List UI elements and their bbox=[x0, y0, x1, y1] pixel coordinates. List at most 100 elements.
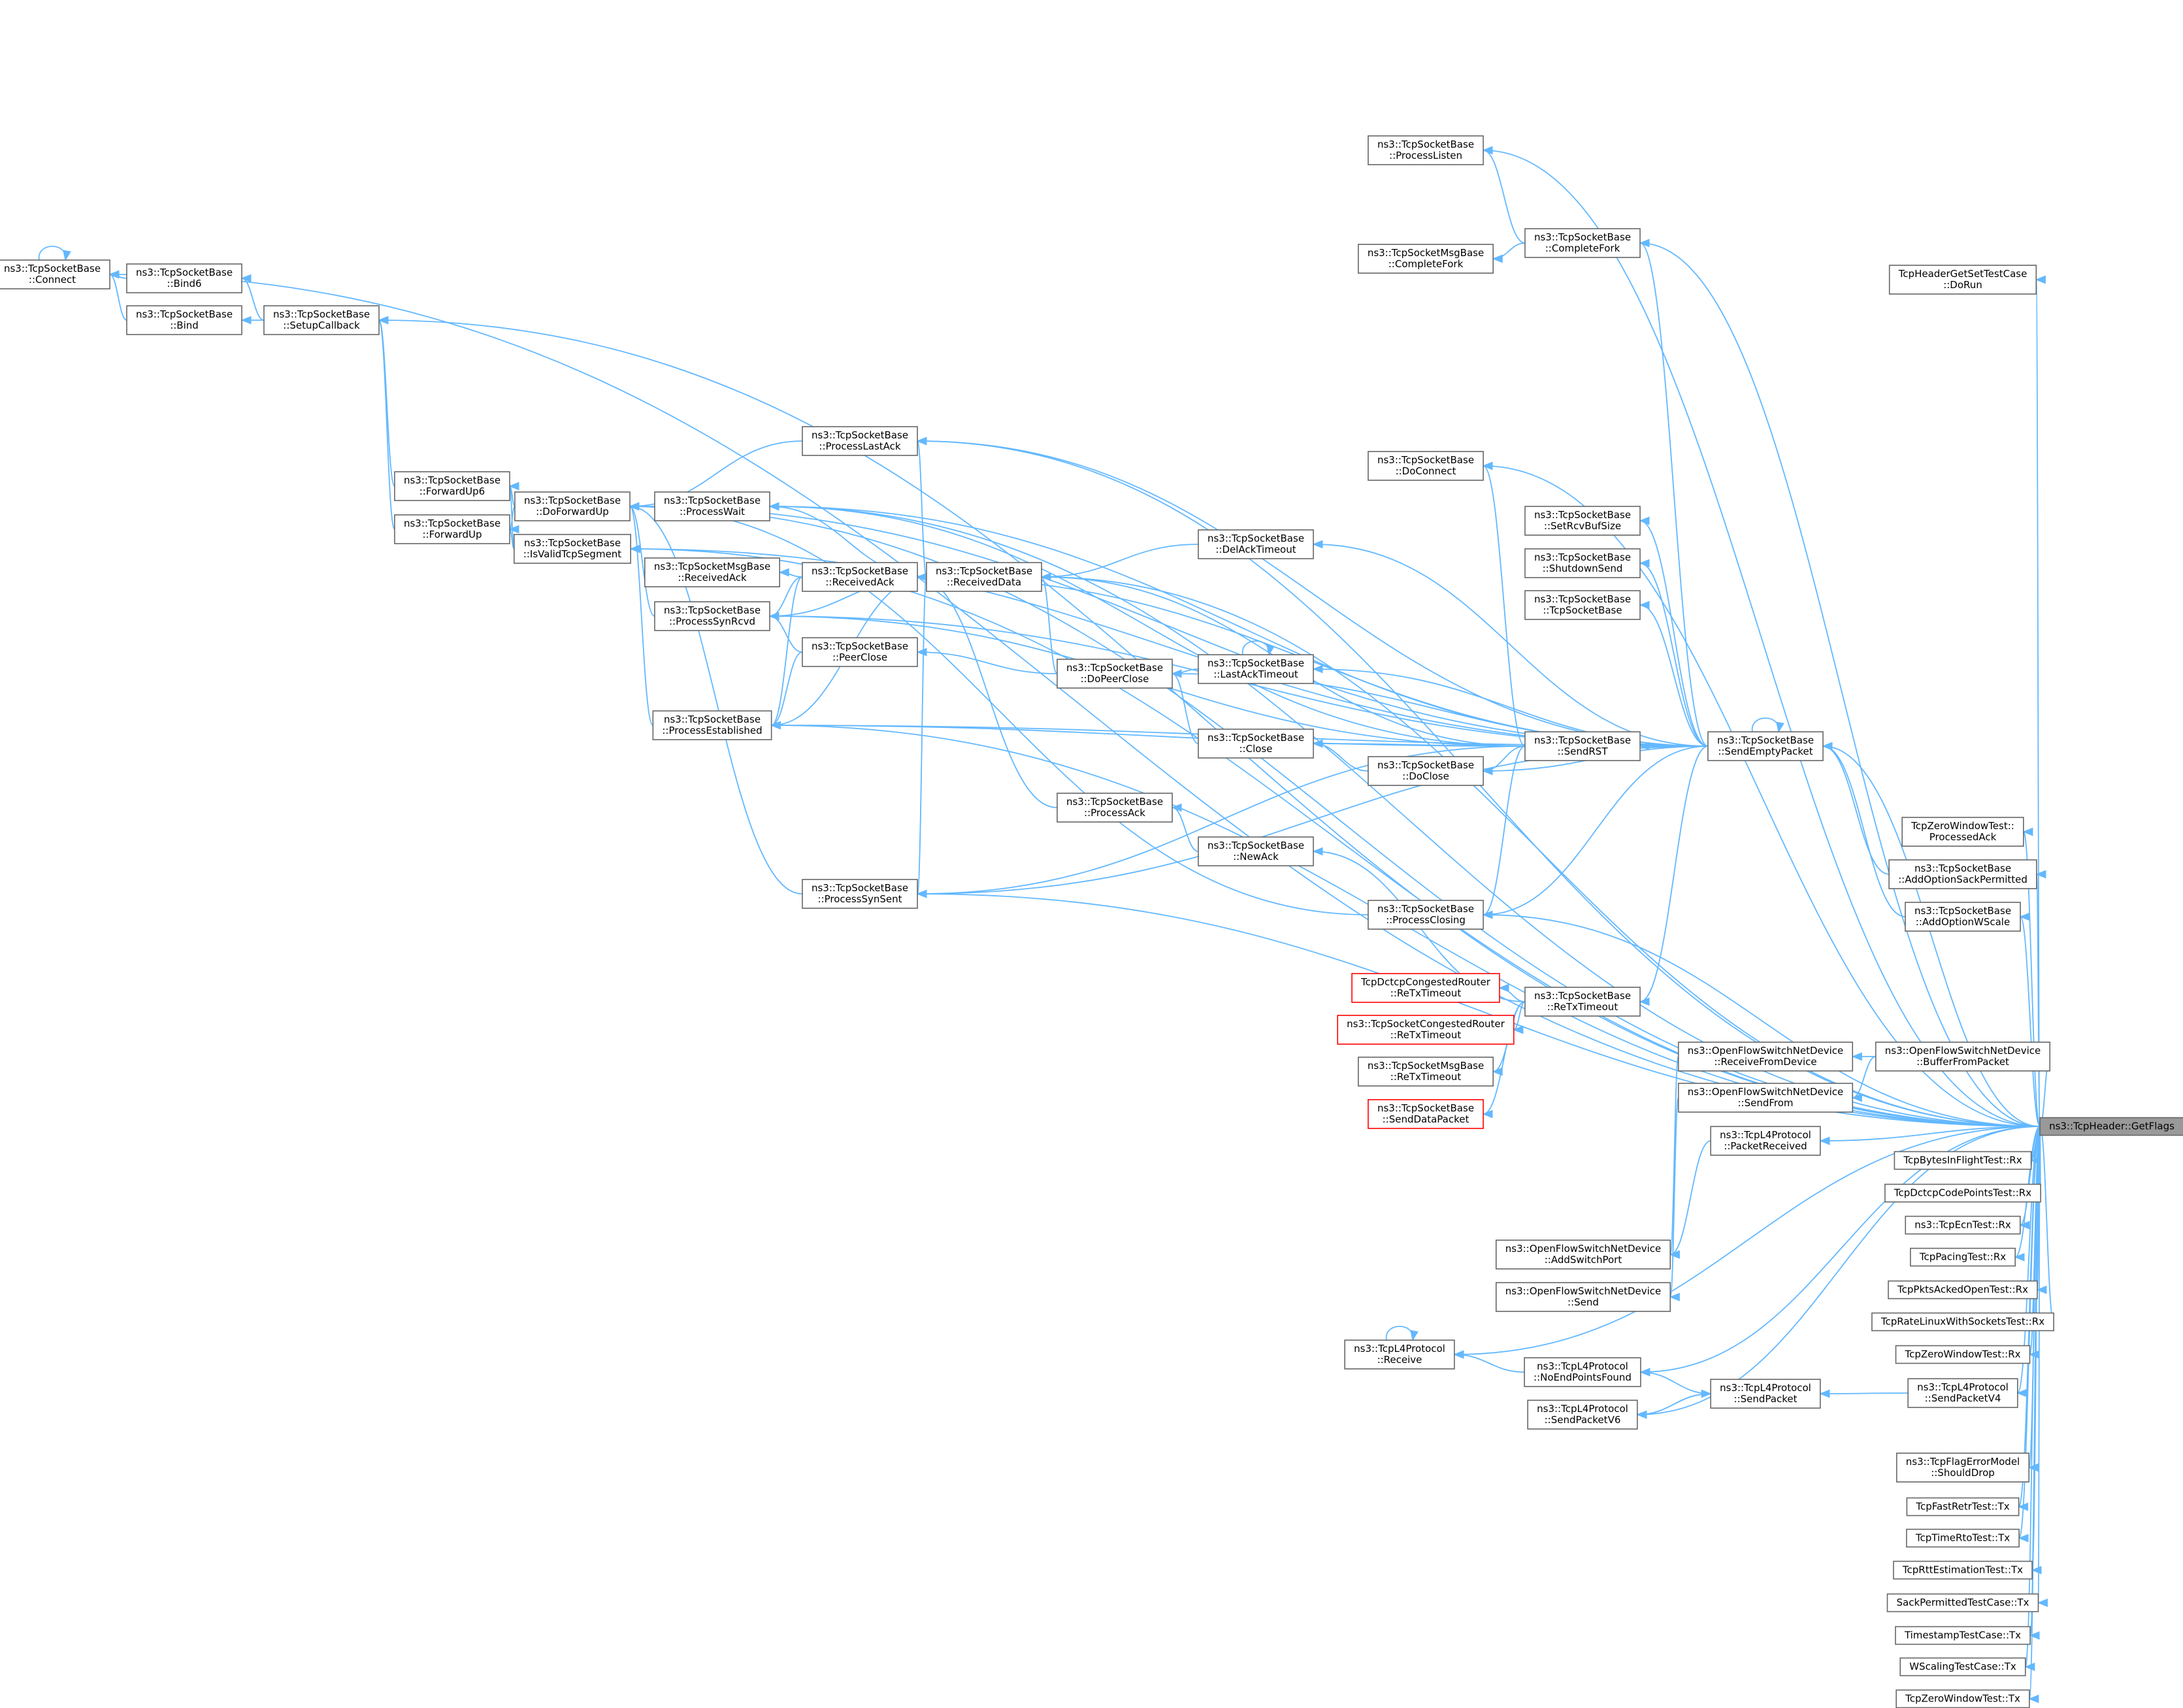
node-bufferfrompacket[interactable]: ns3::OpenFlowSwitchNetDevice::BufferFrom… bbox=[1875, 1042, 2051, 1072]
node-dctcpcodepointsrx[interactable]: TcpDctcpCodePointsTest::Rx bbox=[1884, 1183, 2041, 1203]
node-l4receive[interactable]: ns3::TcpL4Protocol::Receive bbox=[1344, 1339, 1455, 1370]
edge-sendemptypacket-getflags bbox=[1822, 742, 2041, 1127]
node-setrcvbufsize[interactable]: ns3::TcpSocketBase::SetRcvBufSize bbox=[1524, 506, 1641, 536]
node-doclose[interactable]: ns3::TcpSocketBase::DoClose bbox=[1368, 756, 1484, 786]
node-label: ns3::TcpSocketBase bbox=[812, 565, 908, 577]
node-wscalingtx[interactable]: WScalingTestCase::Tx bbox=[1899, 1657, 2026, 1677]
node-docconnect[interactable]: ns3::TcpSocketBase::DoConnect bbox=[1368, 451, 1484, 481]
node-shoulddrop[interactable]: ns3::TcpFlagErrorModel::ShouldDrop bbox=[1896, 1453, 2030, 1483]
node-label: ::IsValidTcpSegment bbox=[523, 548, 621, 560]
node-bind6[interactable]: ns3::TcpSocketBase::Bind6 bbox=[126, 263, 242, 293]
node-label: ::PacketReceived bbox=[1724, 1140, 1807, 1152]
node-box bbox=[1886, 1593, 2039, 1613]
node-newack[interactable]: ns3::TcpSocketBase::NewAck bbox=[1198, 836, 1314, 866]
node-addswitchport[interactable]: ns3::OpenFlowSwitchNetDevice::AddSwitchP… bbox=[1495, 1240, 1671, 1270]
node-sendpacket[interactable]: ns3::TcpL4Protocol::SendPacket bbox=[1710, 1379, 1821, 1409]
node-sendpacketv4[interactable]: ns3::TcpL4Protocol::SendPacketV4 bbox=[1907, 1378, 2018, 1408]
node-retxtimeout[interactable]: ns3::TcpSocketBase::ReTxTimeout bbox=[1524, 987, 1641, 1017]
node-peerclose[interactable]: ns3::TcpSocketBase::PeerClose bbox=[802, 637, 918, 667]
node-close[interactable]: ns3::TcpSocketBase::Close bbox=[1198, 729, 1314, 759]
node-msgreceivedack[interactable]: ns3::TcpSocketMsgBase::ReceivedAck bbox=[644, 557, 780, 587]
edge-lastacktimeout-lastacktimeout bbox=[1242, 640, 1275, 656]
node-processestablished[interactable]: ns3::TcpSocketBase::ProcessEstablished bbox=[652, 710, 772, 740]
node-sendemptypacket[interactable]: ns3::TcpSocketBase::SendEmptyPacket bbox=[1707, 731, 1824, 761]
node-box bbox=[2039, 1117, 2183, 1136]
node-addoptionwscale[interactable]: ns3::TcpSocketBase::AddOptionWScale bbox=[1905, 902, 2021, 932]
node-pacingrx[interactable]: TcpPacingTest::Rx bbox=[1910, 1247, 2016, 1267]
node-processwait[interactable]: ns3::TcpSocketBase::ProcessWait bbox=[654, 491, 770, 521]
node-label: ::Close bbox=[1239, 743, 1273, 755]
node-ofsend[interactable]: ns3::OpenFlowSwitchNetDevice::Send bbox=[1495, 1282, 1671, 1312]
node-timestamptx[interactable]: TimestampTestCase::Tx bbox=[1895, 1626, 2031, 1645]
node-sackpermittedtx[interactable]: SackPermittedTestCase::Tx bbox=[1886, 1593, 2039, 1613]
node-forwardup[interactable]: ns3::TcpSocketBase::ForwardUp bbox=[394, 514, 510, 544]
node-receivedack[interactable]: ns3::TcpSocketBase::ReceivedAck bbox=[802, 562, 918, 592]
node-label: ::SetupCallback bbox=[283, 320, 360, 331]
node-box bbox=[1524, 987, 1641, 1017]
node-label: TcpFastRetrTest::Tx bbox=[1915, 1501, 2009, 1513]
node-processack[interactable]: ns3::TcpSocketBase::ProcessAck bbox=[1057, 793, 1173, 823]
node-label: ns3::TcpSocketBase bbox=[664, 604, 761, 616]
node-box bbox=[1710, 1126, 1821, 1156]
node-receiveddata[interactable]: ns3::TcpSocketBase::ReceivedData bbox=[926, 562, 1042, 592]
node-label: ns3::TcpSocketBase bbox=[1066, 796, 1163, 808]
node-box bbox=[0, 259, 110, 289]
node-msgretx[interactable]: ns3::TcpSocketMsgBase::ReTxTimeout bbox=[1358, 1057, 1494, 1087]
node-label: ::SendPacket bbox=[1734, 1393, 1797, 1405]
node-getflags[interactable]: ns3::TcpHeader::GetFlags bbox=[2039, 1117, 2183, 1136]
node-headergetset[interactable]: TcpHeaderGetSetTestCase::DoRun bbox=[1888, 265, 2037, 295]
node-doforwardup[interactable]: ns3::TcpSocketBase::DoForwardUp bbox=[514, 491, 631, 521]
node-processsynrcvd[interactable]: ns3::TcpSocketBase::ProcessSynRcvd bbox=[654, 601, 770, 631]
node-congestedretx[interactable]: ns3::TcpSocketCongestedRouter::ReTxTimeo… bbox=[1337, 1015, 1515, 1045]
node-bind[interactable]: ns3::TcpSocketBase::Bind bbox=[126, 305, 242, 335]
node-addoptionsack[interactable]: ns3::TcpSocketBase::AddOptionSackPermitt… bbox=[1888, 859, 2037, 889]
node-timertotx[interactable]: TcpTimeRtoTest::Tx bbox=[1906, 1528, 2020, 1548]
node-noendpointsfound[interactable]: ns3::TcpL4Protocol::NoEndPointsFound bbox=[1524, 1357, 1641, 1387]
node-senddatapacket[interactable]: ns3::TcpSocketBase::SendDataPacket bbox=[1368, 1099, 1484, 1129]
node-processclosing[interactable]: ns3::TcpSocketBase::ProcessClosing bbox=[1368, 900, 1484, 930]
node-ratelinuxrx[interactable]: TcpRateLinuxWithSocketsTest::Rx bbox=[1871, 1312, 2054, 1332]
node-sendpacketv6[interactable]: ns3::TcpL4Protocol::SendPacketV6 bbox=[1527, 1400, 1638, 1430]
node-shutdownsend[interactable]: ns3::TcpSocketBase::ShutdownSend bbox=[1524, 548, 1641, 578]
node-connect[interactable]: ns3::TcpSocketBase::Connect bbox=[0, 259, 110, 289]
node-processlastack[interactable]: ns3::TcpSocketBase::ProcessLastAck bbox=[802, 426, 918, 456]
node-box bbox=[514, 534, 631, 564]
node-dopeerclose[interactable]: ns3::TcpSocketBase::DoPeerClose bbox=[1057, 659, 1173, 689]
node-sendfrom[interactable]: ns3::OpenFlowSwitchNetDevice::SendFrom bbox=[1677, 1083, 1854, 1113]
node-processlisten[interactable]: ns3::TcpSocketBase::ProcessListen bbox=[1368, 135, 1484, 165]
node-rttestimationtx[interactable]: TcpRttEstimationTest::Tx bbox=[1893, 1560, 2033, 1580]
node-zerowindowrx[interactable]: TcpZeroWindowTest::Rx bbox=[1895, 1345, 2031, 1364]
node-fastretrtx[interactable]: TcpFastRetrTest::Tx bbox=[1906, 1497, 2020, 1517]
node-dctcpretx[interactable]: TcpDctcpCongestedRouter::ReTxTimeout bbox=[1351, 973, 1500, 1003]
node-delacktimeout[interactable]: ns3::TcpSocketBase::DelAckTimeout bbox=[1198, 529, 1314, 559]
node-packetreceived[interactable]: ns3::TcpL4Protocol::PacketReceived bbox=[1710, 1126, 1821, 1156]
node-label: ns3::TcpL4Protocol bbox=[1537, 1403, 1628, 1415]
node-bytesinflightrx[interactable]: TcpBytesInFlightTest::Rx bbox=[1894, 1151, 2032, 1170]
node-processsynsent[interactable]: ns3::TcpSocketBase::ProcessSynSent bbox=[802, 879, 918, 909]
edge-l4receive-l4receive bbox=[1386, 1326, 1419, 1341]
node-completefork[interactable]: ns3::TcpSocketBase::CompleteFork bbox=[1524, 228, 1641, 258]
node-tcpsocketbase[interactable]: ns3::TcpSocketBase::TcpSocketBase bbox=[1524, 590, 1641, 620]
node-lastacktimeout[interactable]: ns3::TcpSocketBase::LastAckTimeout bbox=[1198, 654, 1314, 684]
node-box bbox=[1524, 548, 1641, 578]
node-setupcallback[interactable]: ns3::TcpSocketBase::SetupCallback bbox=[263, 305, 380, 335]
node-zwprocessedack[interactable]: TcpZeroWindowTest::ProcessedAck bbox=[1901, 817, 2024, 847]
edge-bind6-setupcallback bbox=[240, 274, 265, 321]
node-forwardup6[interactable]: ns3::TcpSocketBase::ForwardUp6 bbox=[394, 471, 510, 501]
node-isvalidtcpsegment[interactable]: ns3::TcpSocketBase::IsValidTcpSegment bbox=[514, 534, 631, 564]
node-label: ::ProcessLastAck bbox=[819, 440, 900, 452]
node-receivefromdevice[interactable]: ns3::OpenFlowSwitchNetDevice::ReceiveFro… bbox=[1677, 1042, 1854, 1072]
node-sendrst[interactable]: ns3::TcpSocketBase::SendRST bbox=[1524, 731, 1641, 761]
node-pktsackedrx[interactable]: TcpPktsAckedOpenTest::Rx bbox=[1888, 1280, 2038, 1300]
edge-processlisten-completefork bbox=[1482, 146, 1526, 244]
node-ecnrx[interactable]: ns3::TcpEcnTest::Rx bbox=[1905, 1215, 2021, 1235]
edge-addoptionwscale-getflags bbox=[2019, 912, 2041, 1127]
node-msgcompletefork[interactable]: ns3::TcpSocketMsgBase::CompleteFork bbox=[1358, 244, 1494, 274]
node-label: TcpRttEstimationTest::Tx bbox=[1902, 1564, 2023, 1576]
node-label: ::AddOptionSackPermitted bbox=[1898, 874, 2027, 885]
node-label: ::CompleteFork bbox=[1388, 258, 1464, 270]
node-zerowindowtx[interactable]: TcpZeroWindowTest::Tx bbox=[1896, 1689, 2030, 1708]
edge-shutdownsend-sendemptypacket bbox=[1639, 559, 1709, 747]
node-label: ns3::TcpSocketBase bbox=[1377, 1102, 1474, 1114]
node-label: ns3::TcpSocketBase bbox=[1534, 990, 1631, 1002]
